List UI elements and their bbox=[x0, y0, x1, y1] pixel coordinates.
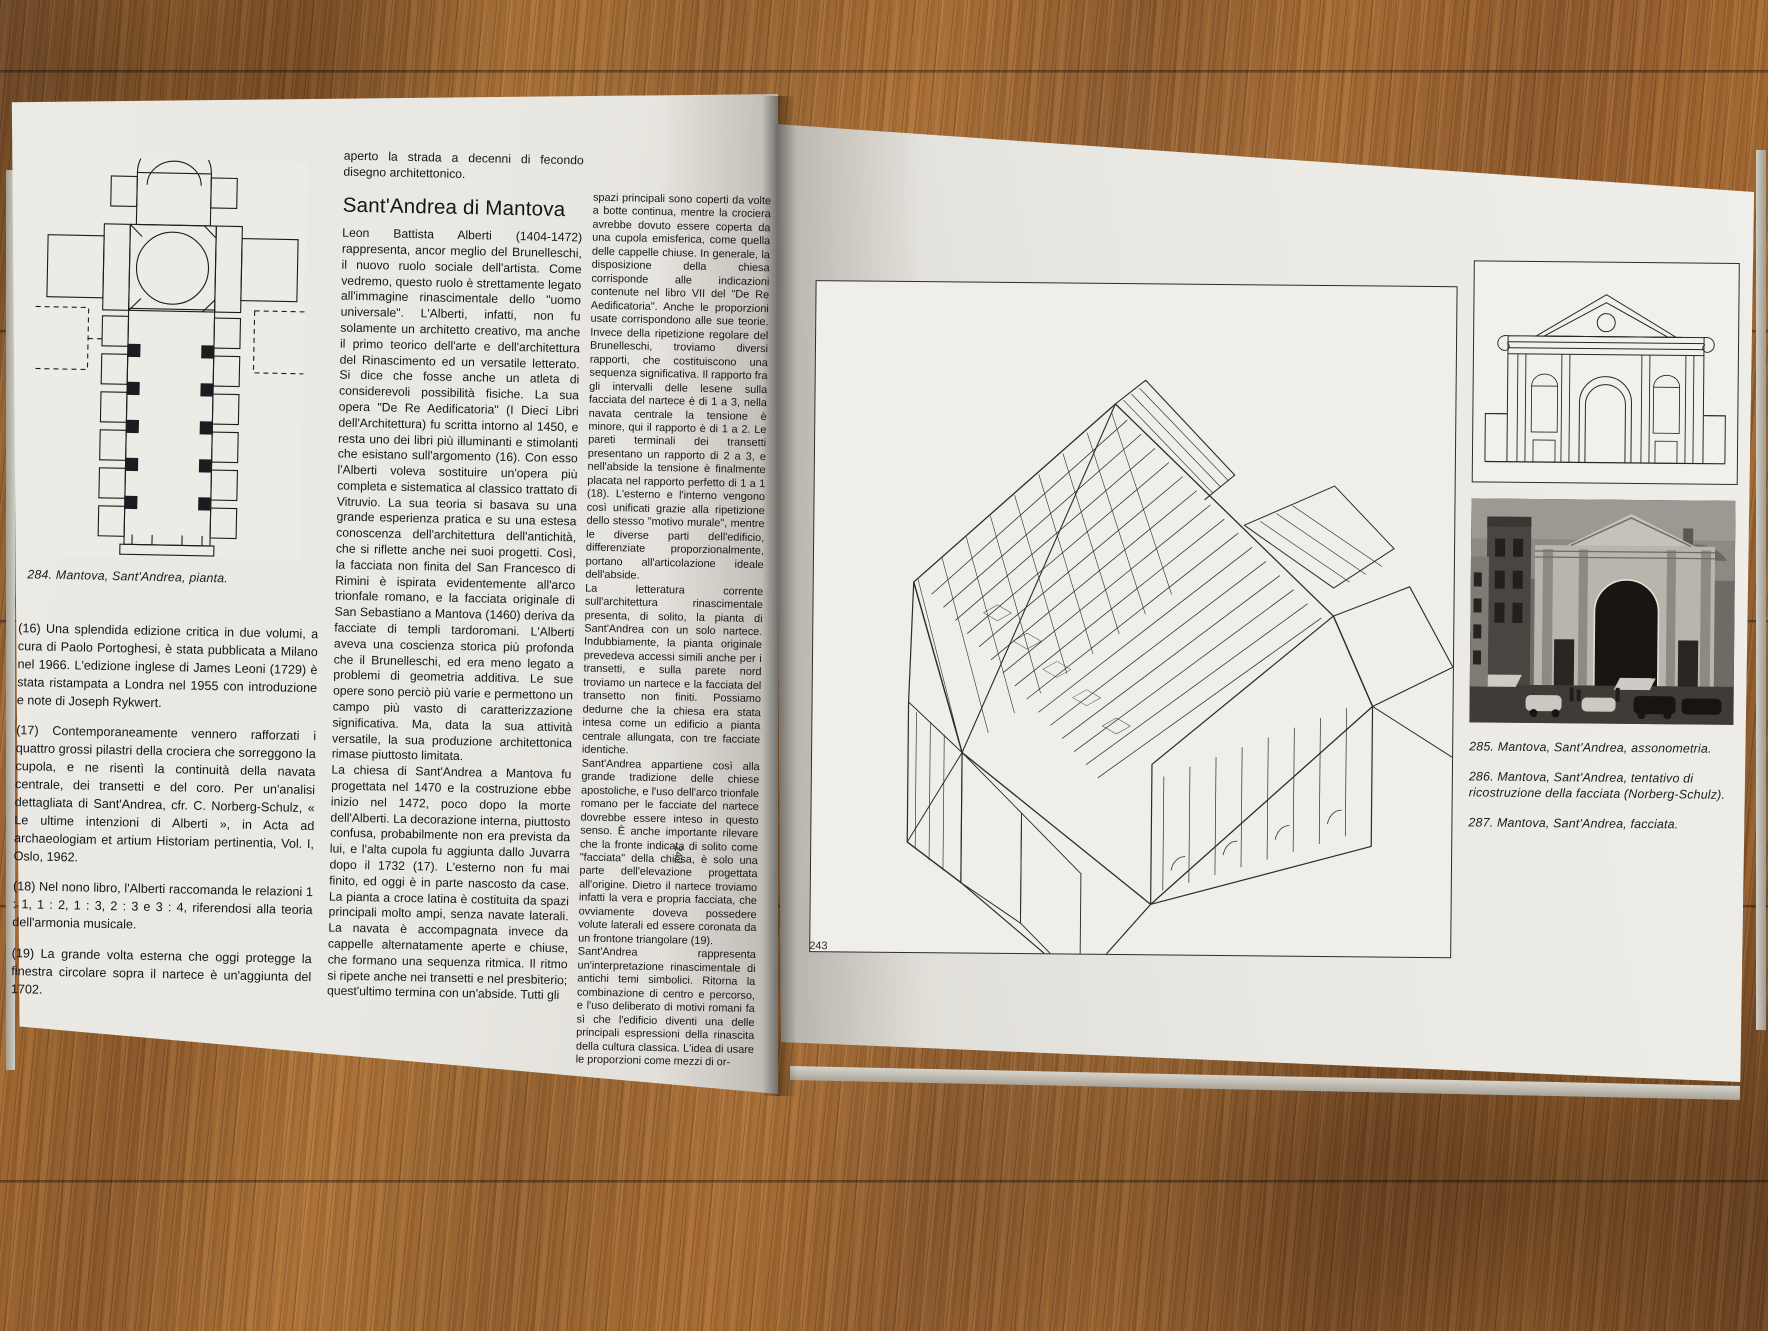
plan-drawing bbox=[27, 156, 308, 560]
right-page-captions: 285. Mantova, Sant'Andrea, assonometria.… bbox=[1468, 738, 1737, 847]
page-block-edge-right bbox=[1756, 149, 1766, 1031]
figure-caption-287: 287. Mantova, Sant'Andrea, facciata. bbox=[1468, 815, 1679, 832]
facade-reconstruction-drawing bbox=[1471, 260, 1740, 485]
text-column-b: spazi principali sono coperti da volte a… bbox=[576, 192, 772, 1071]
left-page-content: 284. Mantova, Sant'Andrea, pianta. (16) … bbox=[0, 142, 771, 1069]
axonometric-drawing bbox=[809, 280, 1458, 959]
page-number-left: 242 bbox=[671, 845, 685, 864]
footnote-17: (17) Contemporaneamente vennero rafforza… bbox=[13, 723, 317, 864]
footnote-19: (19) La grande volta esterna che oggi pr… bbox=[10, 946, 312, 997]
column-a-lead: aperto la strada a decenni di fecondo di… bbox=[343, 148, 584, 181]
column-a-body2: La chiesa di Sant'Andrea a Mantova fu pr… bbox=[326, 762, 572, 1003]
page-number-right: 243 bbox=[809, 940, 828, 953]
footnote-16: (16) Una splendida edizione critica in d… bbox=[16, 621, 319, 710]
footnote-18: (18) Nel nono libro, l'Alberti raccomand… bbox=[12, 879, 314, 932]
figure-caption-284: 284. Mantova, Sant'Andrea, pianta. bbox=[27, 567, 229, 586]
facade-photograph bbox=[1469, 498, 1736, 725]
right-page-content: 285. Mantova, Sant'Andrea, assonometria.… bbox=[798, 240, 1740, 1049]
column-b-body4: Sant'Andrea rappresenta un'interpretazio… bbox=[575, 945, 756, 1069]
section-heading: Sant'Andrea di Mantova bbox=[342, 193, 566, 221]
footnotes-block: (16) Una splendida edizione critica in d… bbox=[11, 620, 319, 1018]
figure-caption-285: 285. Mantova, Sant'Andrea, assonometria. bbox=[1469, 739, 1712, 756]
column-b-body2: La letteratura corrente sull'architettur… bbox=[581, 582, 764, 757]
column-b-body: spazi principali sono coperti da volte a… bbox=[585, 191, 772, 582]
column-b-body3: Sant'Andrea appartiene così alla grande … bbox=[578, 757, 760, 947]
figure-caption-286: 286. Mantova, Sant'Andrea, tentativo di … bbox=[1468, 769, 1726, 803]
text-column-a: aperto la strada a decenni di fecondo di… bbox=[327, 149, 584, 1005]
column-a-body: Leon Battista Alberti (1404-1472) rappre… bbox=[331, 225, 583, 764]
